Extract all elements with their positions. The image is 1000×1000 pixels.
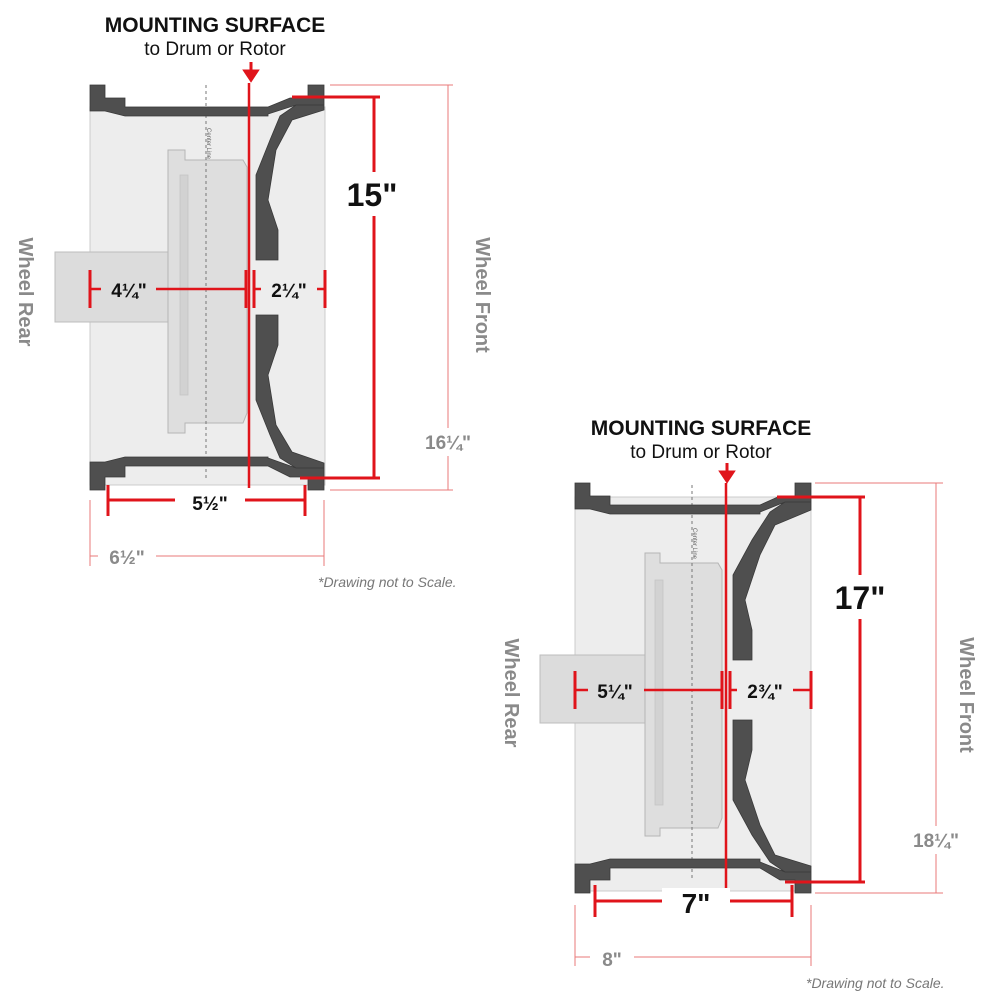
wheel-section-bottom xyxy=(89,314,325,491)
rim-width-label: 7" xyxy=(682,888,711,919)
backspace-label-bg xyxy=(101,276,156,302)
hub-drum xyxy=(644,552,723,837)
hub-recess xyxy=(179,174,189,396)
overall-diameter-label-bg xyxy=(905,826,967,854)
frontspace-label: 2¾" xyxy=(747,682,782,703)
mounting-surface-subtitle: to Drum or Rotor xyxy=(630,442,772,463)
backspace-label-bg xyxy=(588,677,644,703)
wheel-diagram-2: Center Line MOUNTING SURFACE to Drum or … xyxy=(500,417,977,991)
mounting-arrow xyxy=(242,62,260,83)
wheel-section-bottom xyxy=(574,719,812,894)
mounting-arrow xyxy=(718,463,736,484)
backspace-label: 5¼" xyxy=(597,682,632,703)
overall-diameter-label: 18¼" xyxy=(913,831,959,852)
wheel-rear-label: Wheel Rear xyxy=(500,639,522,748)
rim-width-label-bg xyxy=(175,489,245,515)
frontspace-label-bg xyxy=(737,677,793,703)
diameter-label: 15" xyxy=(347,177,398,213)
wheel-rear-label: Wheel Rear xyxy=(14,238,36,347)
hub-recess xyxy=(654,579,664,806)
frontspace-label: 2¼" xyxy=(271,281,306,302)
overall-width-label-bg xyxy=(590,946,634,972)
diameter-label-bg xyxy=(826,575,896,619)
wheel-section-top xyxy=(574,482,812,661)
overall-diameter-label-bg xyxy=(418,428,478,456)
not-to-scale-note: *Drawing not to Scale. xyxy=(318,574,457,590)
wheel-front-label: Wheel Front xyxy=(471,237,493,353)
wheel-section-top xyxy=(89,84,325,261)
overall-diameter-label: 16¼" xyxy=(425,433,471,454)
overall-width-label: 6½" xyxy=(109,548,144,569)
mounting-surface-title: MOUNTING SURFACE xyxy=(591,417,812,440)
frontspace-label-bg xyxy=(261,276,317,302)
diameter-label: 17" xyxy=(835,580,886,616)
overall-width-label: 8" xyxy=(602,950,622,971)
mounting-surface-subtitle: to Drum or Rotor xyxy=(144,39,286,60)
diameter-label-bg xyxy=(338,172,408,216)
mounting-surface-title: MOUNTING SURFACE xyxy=(105,14,326,37)
wheel-diagram-1: Center Line MOUNTING SURFACE to Drum or … xyxy=(14,14,493,590)
wheel-front-label: Wheel Front xyxy=(955,637,977,753)
backspace-label: 4¼" xyxy=(111,281,146,302)
center-line-label: Center Line xyxy=(691,528,697,560)
center-line-label: Center Line xyxy=(205,128,211,160)
rim-width-label: 5½" xyxy=(192,494,227,515)
not-to-scale-note: *Drawing not to Scale. xyxy=(806,975,945,991)
overall-width-label-bg xyxy=(98,544,156,570)
rim-width-label-bg xyxy=(662,888,730,918)
